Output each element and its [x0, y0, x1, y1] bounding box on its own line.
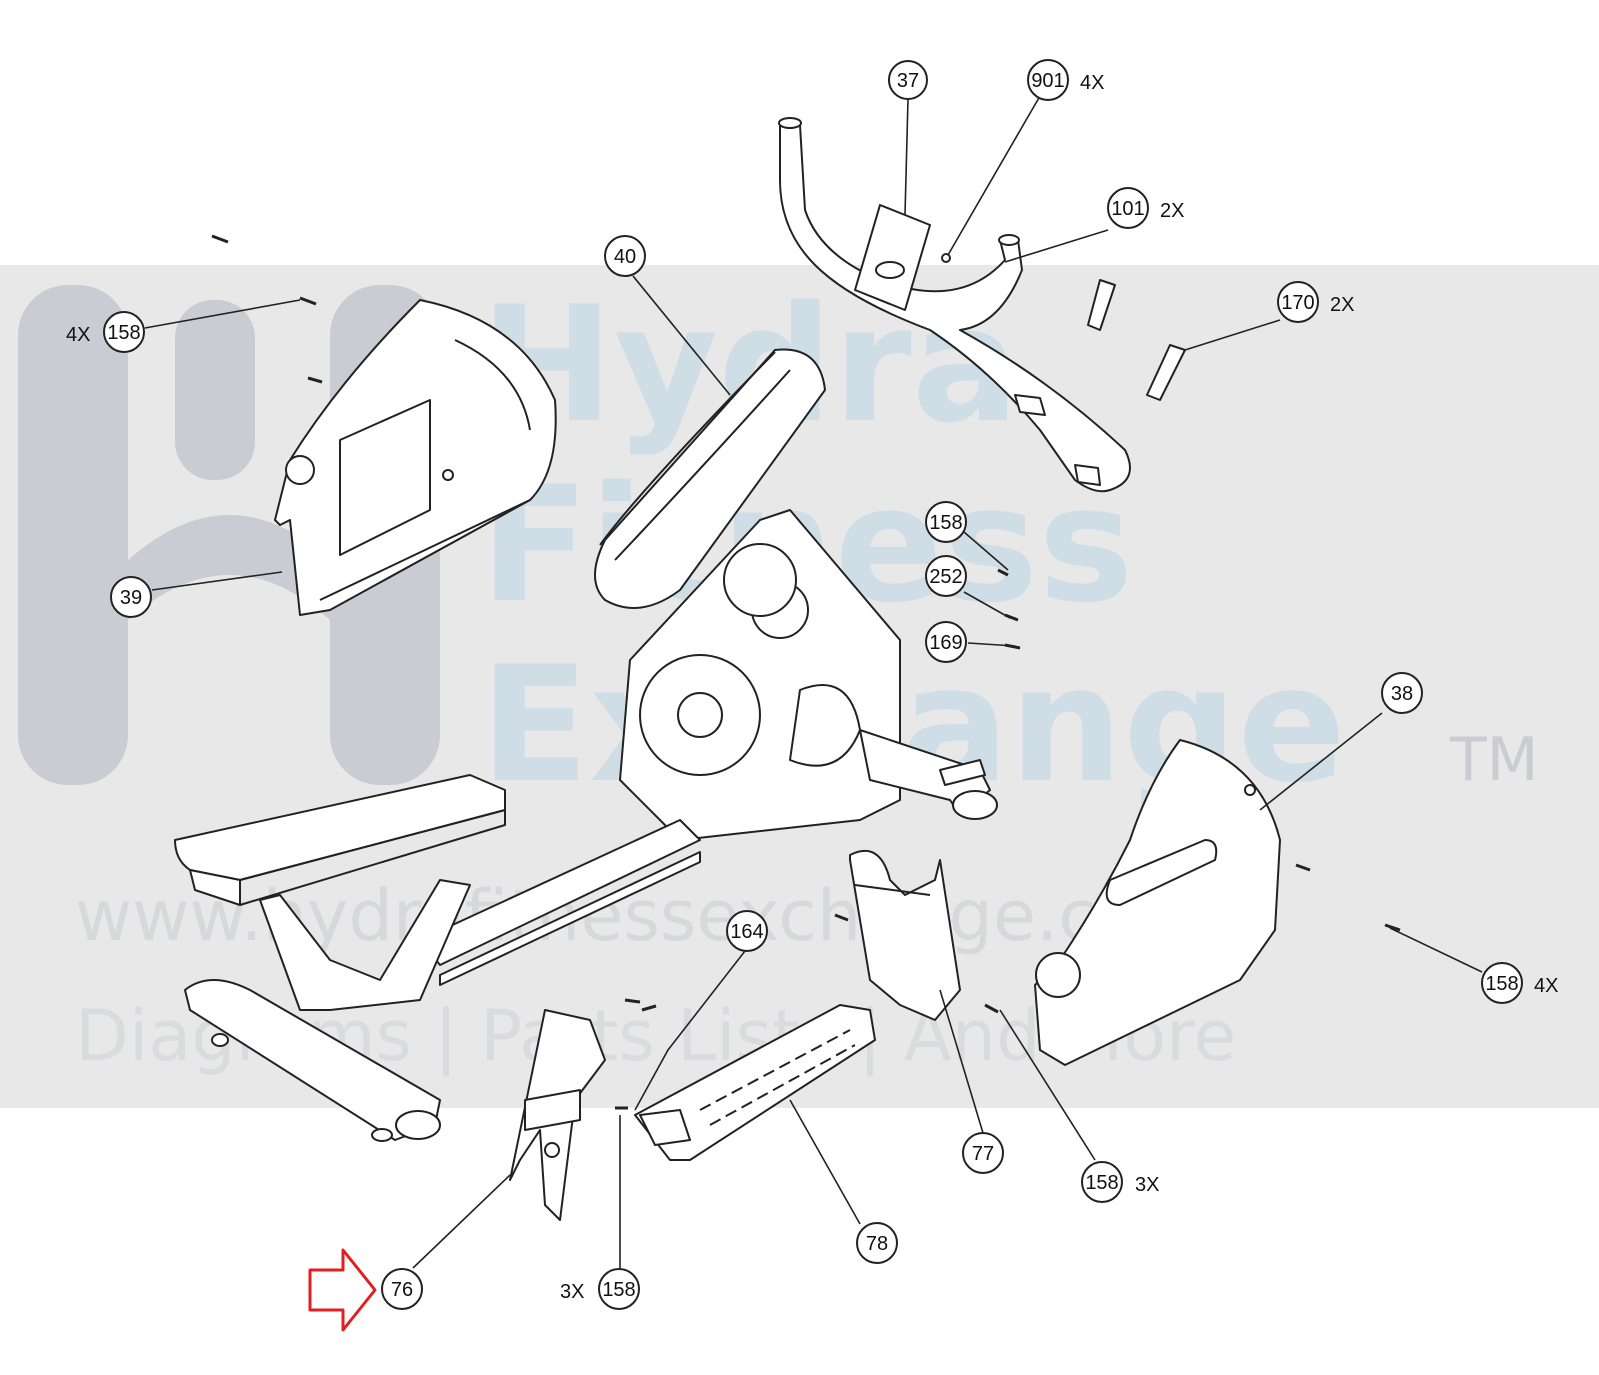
callout-number: 252	[929, 566, 962, 588]
callout-number: 169	[929, 632, 962, 654]
callout-164: 164	[726, 910, 768, 952]
rod-part-icon	[1146, 344, 1186, 401]
callout-number: 164	[730, 921, 763, 943]
callout-number: 39	[120, 587, 142, 609]
front-shroud-icon	[849, 850, 961, 1021]
main-frame-icon	[619, 509, 998, 841]
callout-qty: 3X	[560, 1281, 584, 1303]
callout-170: 170 2X	[1277, 281, 1354, 323]
callout-number: 158	[1485, 973, 1518, 995]
rod-part-icon	[1087, 279, 1116, 331]
callout-number: 37	[897, 70, 919, 92]
watermark-tm: TM	[1449, 725, 1538, 795]
callout-qty: 4X	[66, 324, 90, 346]
callout-number: 158	[1085, 1172, 1118, 1194]
callout-qty: 4X	[1080, 72, 1104, 94]
handlebar-assembly-icon	[778, 117, 1131, 493]
callout-39: 39	[110, 576, 152, 618]
callout-77: 77	[962, 1132, 1004, 1174]
callout-number: 38	[1391, 683, 1413, 705]
callout-number: 901	[1031, 70, 1064, 92]
callout-qty: 2X	[1160, 200, 1184, 222]
callout-number: 78	[866, 1233, 888, 1255]
right-shroud-icon	[1034, 739, 1281, 1066]
callout-qty: 3X	[1135, 1174, 1159, 1196]
callout-number: 101	[1111, 198, 1144, 220]
callout-901: 901 4X	[1027, 59, 1104, 101]
callout-40: 40	[604, 235, 646, 277]
callout-qty: 4X	[1534, 975, 1558, 997]
callout-158-mid: 158	[925, 501, 967, 543]
callout-qty: 2X	[1330, 294, 1354, 316]
callout-158-top-left: 158 4X	[66, 311, 145, 353]
pedal-plate-icon	[634, 1004, 876, 1161]
callout-number: 40	[614, 246, 636, 268]
part-drawings	[174, 117, 1401, 1221]
callout-76: 76	[381, 1268, 423, 1310]
callout-number: 158	[602, 1279, 635, 1301]
left-shroud-icon	[274, 299, 557, 616]
callout-38: 38	[1381, 672, 1423, 714]
callout-158-bottom-right: 158 3X	[1081, 1161, 1159, 1203]
callout-169: 169	[925, 621, 967, 663]
callout-number: 158	[929, 512, 962, 534]
callout-158-bottom: 158 3X	[560, 1268, 640, 1310]
callout-number: 77	[972, 1143, 994, 1165]
callout-number: 170	[1281, 292, 1314, 314]
callout-37: 37	[888, 60, 928, 100]
callout-labels: 37 901 4X 101 2X 170 2X 40 158 4X 39	[66, 59, 1558, 1310]
callout-101: 101 2X	[1107, 187, 1184, 229]
red-arrow-icon	[308, 1248, 377, 1332]
callout-number: 158	[107, 322, 140, 344]
seat-base-icon	[174, 774, 506, 1142]
callout-78: 78	[856, 1222, 898, 1264]
chain-cover-icon	[594, 348, 826, 609]
callout-number: 76	[391, 1279, 413, 1301]
callout-252: 252	[925, 555, 967, 597]
rear-cover-icon	[509, 1009, 606, 1221]
callout-158-right: 158 4X	[1481, 962, 1558, 1004]
leader-lines	[144, 95, 1483, 1269]
